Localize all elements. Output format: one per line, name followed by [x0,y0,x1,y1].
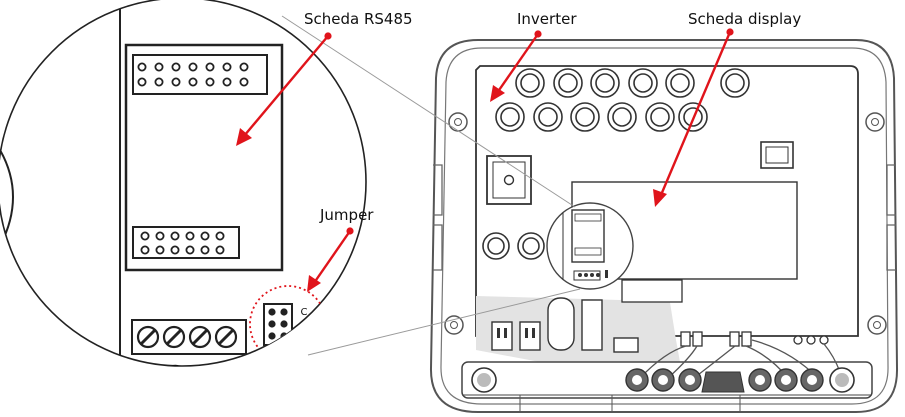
callout-arrows [236,28,734,292]
zoomed-rs485-board: 2 3 5 7 C B A [0,0,367,385]
housing-inner [440,47,889,405]
terminal-number-5: 5 [197,361,210,385]
label-display-board: Scheda display [688,10,801,28]
small-parts [680,331,829,347]
display-connector [621,279,683,303]
label-rs485-board: Scheda RS485 [304,10,413,28]
rs485-location-circle [546,202,634,290]
jumper-pos-a: A [301,333,308,344]
zoom-lines [281,15,581,356]
round-components [482,232,545,260]
strip-dividers [519,395,741,412]
mounting-holes [444,112,887,335]
bottom-pin-header [132,226,240,259]
arrow-jumper [307,227,354,292]
label-inverter: Inverter [517,10,577,28]
label-jumper: Jumper [319,206,374,224]
screw-terminals [136,325,238,349]
connector-pins [497,328,535,338]
terminal-number-7: 7 [224,361,237,385]
inverter-capacitors [495,68,750,132]
top-header-pins [137,62,249,87]
bottom-terminals [471,367,855,393]
top-pin-header [132,54,268,95]
arrow-rs485-board [236,32,332,146]
jumper-pos-c: C [301,307,308,318]
arrow-display-board [653,28,734,207]
housing-outer [429,39,899,413]
arrow-inverter [490,30,542,102]
lower-connectors [491,297,639,353]
terminal-number-3: 3 [170,361,183,385]
relay-component [486,155,532,205]
side-ribs [433,164,896,271]
enclosure [429,39,899,413]
bottom-header-pins [140,231,225,255]
jumper-block [263,303,293,346]
jumper-pos-b: B [301,320,308,331]
